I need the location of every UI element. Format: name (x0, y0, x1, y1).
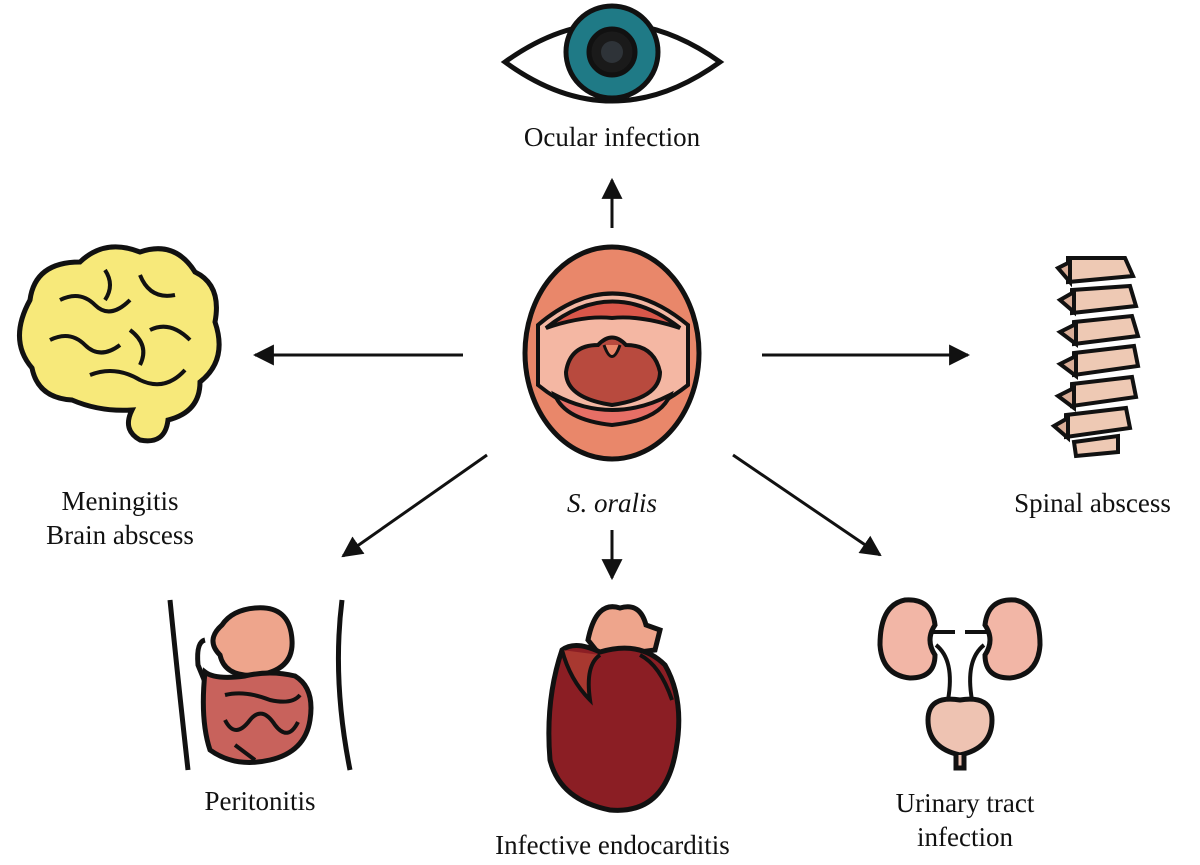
label-line: Spinal abscess (1014, 488, 1171, 518)
label-brain: Meningitis Brain abscess (0, 484, 240, 552)
arrows (252, 177, 971, 581)
urinary-tract-icon (877, 597, 1043, 771)
open-mouth-icon (522, 244, 702, 462)
spine-icon (1050, 256, 1141, 459)
label-spinal-abscess: Spinal abscess (985, 486, 1200, 520)
arrow-to-kidney (732, 453, 882, 557)
label-line: S. oralis (566, 488, 658, 518)
label-ocular-infection: Ocular infection (462, 120, 762, 154)
label-line: Peritonitis (204, 786, 316, 816)
label-infective-endocarditis: Infective endocarditis (445, 828, 780, 862)
label-line: Infective endocarditis (495, 830, 730, 860)
label-center-organism: S. oralis (512, 486, 712, 520)
label-urinary-tract: Urinary tract infection (845, 786, 1085, 854)
label-line: Ocular infection (523, 122, 701, 152)
label-line: Urinary tract (895, 788, 1035, 818)
arrow-to-abdomen (341, 453, 488, 558)
brain-icon (17, 244, 222, 444)
heart-icon (546, 604, 682, 813)
label-line: Meningitis (61, 486, 179, 516)
label-peritonitis: Peritonitis (160, 784, 360, 818)
label-line: Brain abscess (46, 520, 194, 550)
label-line: infection (917, 822, 1013, 852)
intestines-icon (167, 599, 353, 771)
eye-icon (500, 3, 725, 104)
